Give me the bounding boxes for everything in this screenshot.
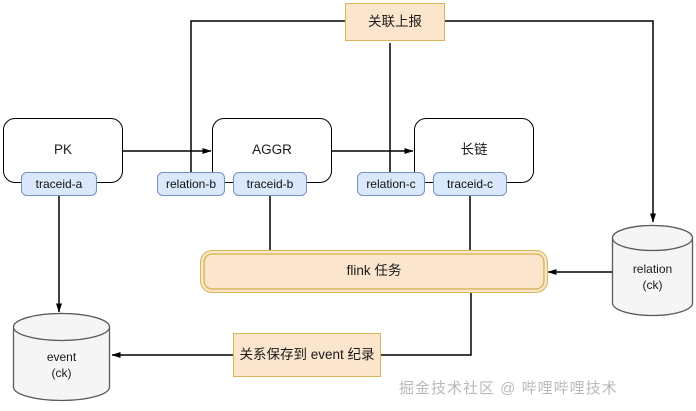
badge-traceid-b[interactable]: traceid-b: [233, 172, 307, 196]
badge-relation-b[interactable]: relation-b: [157, 172, 225, 196]
node-label: PK: [53, 142, 72, 158]
datastore-name: event: [46, 350, 77, 364]
badge-traceid-c[interactable]: traceid-c: [433, 172, 507, 196]
badge-traceid-a[interactable]: traceid-a: [21, 172, 97, 196]
node-label: 关联上报: [368, 13, 422, 29]
badge-relation-c[interactable]: relation-c: [357, 172, 425, 196]
node-label: 关系保存到 event 纪录: [239, 346, 375, 362]
node-save-relation-to-event[interactable]: 关系保存到 event 纪录: [233, 333, 381, 377]
badge-label: traceid-a: [35, 176, 83, 191]
badge-label: relation-c: [366, 176, 416, 191]
datastore-label: event (ck): [12, 350, 111, 381]
node-label: flink 任务: [346, 263, 402, 279]
badge-label: traceid-c: [446, 176, 493, 191]
datastore-label: relation (ck): [611, 262, 694, 293]
datastore-engine: (ck): [642, 277, 663, 292]
node-guanlian-shangbao[interactable]: 关联上报: [345, 3, 445, 41]
badge-label: relation-b: [165, 176, 217, 191]
datastore-event[interactable]: event (ck): [12, 312, 111, 402]
datastore-relation[interactable]: relation (ck): [611, 224, 694, 318]
badge-label: traceid-b: [246, 176, 294, 191]
node-label: AGGR: [252, 142, 292, 158]
node-flink-task[interactable]: flink 任务: [200, 250, 548, 293]
watermark-text: 掘金技术社区 @ 哔哩哔哩技术: [399, 380, 618, 397]
datastore-name: relation: [632, 262, 673, 276]
cylinder-shape: [12, 312, 111, 402]
cylinder-shape: [611, 224, 694, 317]
node-label: 长链: [460, 142, 488, 158]
edge-flink-to-save-event: [381, 293, 472, 356]
datastore-engine: (ck): [51, 365, 72, 380]
